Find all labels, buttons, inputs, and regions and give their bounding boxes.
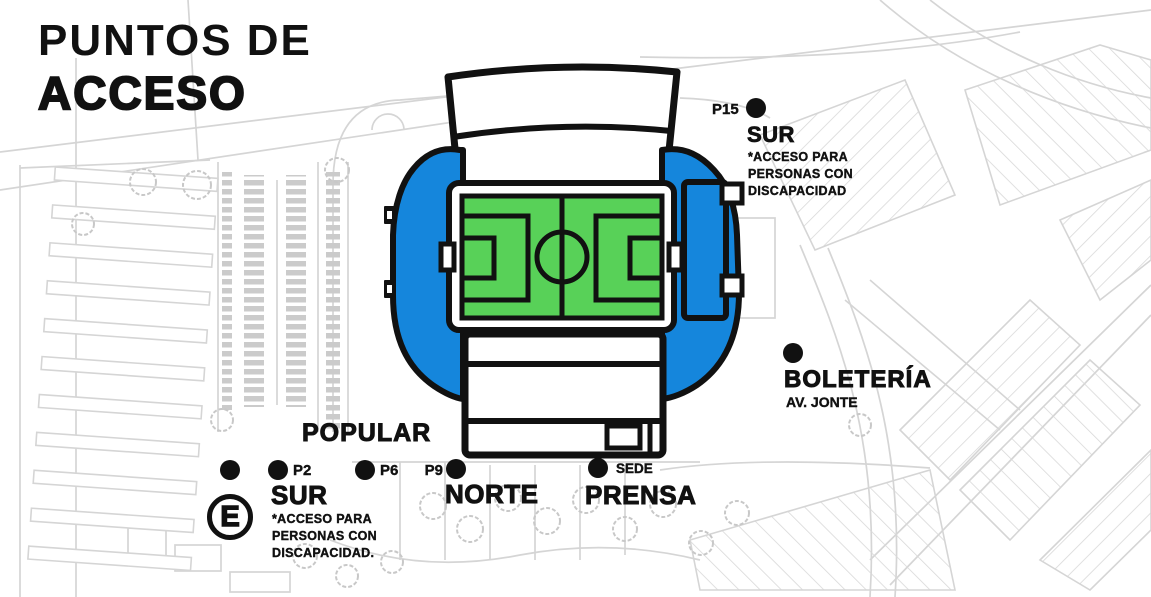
page-title-line2: ACCESO bbox=[37, 66, 247, 120]
section-label-norte: NORTE bbox=[445, 479, 539, 510]
goal-area-left bbox=[459, 235, 497, 281]
gate-label-p15: P15 bbox=[712, 101, 739, 118]
section-label-sur: SUR bbox=[270, 480, 328, 511]
accessibility-note-bottom: *ACCESO PARA PERSONAS CON DISCAPACIDAD. bbox=[272, 512, 378, 560]
access-dot-sur bbox=[220, 460, 240, 480]
gate-label-p6: P6 bbox=[380, 462, 399, 479]
goal-area-right bbox=[627, 235, 665, 281]
pitch-center-circle bbox=[534, 229, 590, 285]
access-dot-p6 bbox=[355, 460, 375, 480]
section-label-sur-top: SUR bbox=[747, 122, 795, 148]
page-title-line1: PUNTOS DE bbox=[38, 16, 312, 65]
trees bbox=[71, 157, 872, 588]
e-badge-letter: E bbox=[220, 500, 241, 534]
goal-left bbox=[438, 241, 457, 273]
pitch bbox=[438, 180, 685, 333]
section-label-prensa: PRENSA bbox=[584, 480, 697, 511]
accessibility-note-top: *ACCESO PARA PERSONAS CON DISCAPACIDAD bbox=[748, 150, 854, 198]
parking-rows bbox=[222, 172, 340, 432]
access-dot-p15 bbox=[746, 98, 766, 118]
access-dot-p2 bbox=[268, 460, 288, 480]
left-stand-gate-top-slit bbox=[387, 211, 392, 219]
street-label-av-jonte: AV. JONTE bbox=[786, 394, 858, 410]
section-label-popular: POPULAR bbox=[301, 419, 432, 448]
goal-right bbox=[666, 241, 685, 273]
access-dot-sede bbox=[588, 458, 608, 478]
section-label-boleteria: BOLETERÍA bbox=[784, 366, 932, 394]
top-stand bbox=[444, 63, 681, 204]
bottom-stand-box bbox=[604, 423, 643, 451]
gate-label-sede: SEDE bbox=[616, 461, 653, 476]
left-stand-gate-bottom-slit bbox=[387, 285, 392, 293]
access-dot-boleteria bbox=[783, 343, 803, 363]
court-strips bbox=[27, 166, 219, 572]
left-stand bbox=[390, 146, 466, 402]
right-stand-gate-top bbox=[719, 181, 745, 206]
access-dot-p9 bbox=[446, 459, 466, 479]
gate-label-p9: P9 bbox=[424, 462, 443, 479]
gate-label-p2: P2 bbox=[293, 462, 312, 479]
e-badge: E bbox=[207, 494, 253, 540]
right-stand-gate-bottom bbox=[719, 273, 745, 298]
city-blocks bbox=[689, 44, 1151, 592]
top-stand-divider bbox=[452, 123, 672, 140]
